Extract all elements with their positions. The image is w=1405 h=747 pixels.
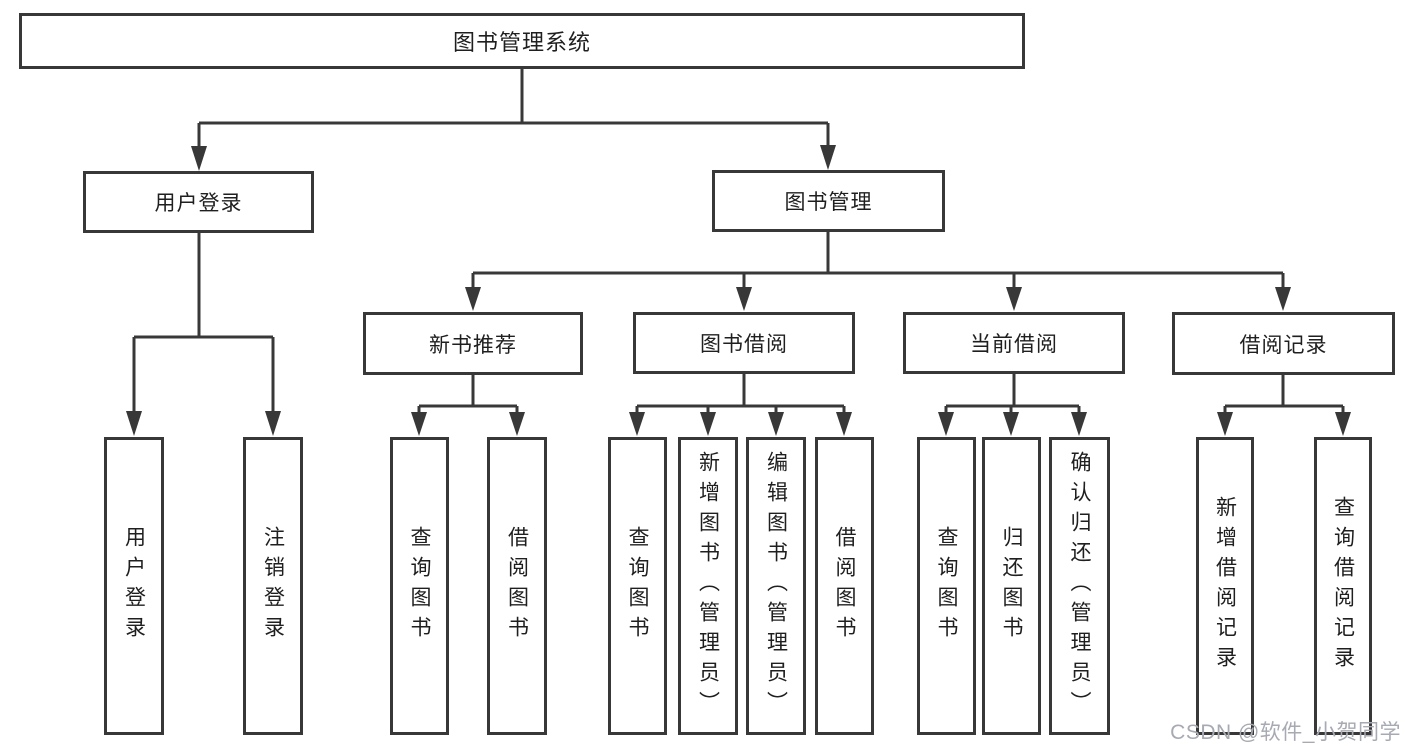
csdn-watermark: CSDN @软件_小贺同学 (1170, 721, 1401, 744)
node-new-book-recommendation-label: 新书推荐 (429, 333, 517, 357)
leaf-logout-label: 注销登录 (261, 526, 285, 646)
leaf-user-login-label: 用户登录 (122, 526, 146, 646)
leaf-borrow-books-1-label: 借阅图书 (505, 526, 529, 646)
node-root-system: 图书管理系统 (19, 13, 1025, 69)
arrowhead (700, 412, 716, 436)
arrowhead (126, 411, 142, 436)
arrowhead (265, 411, 281, 436)
node-root-label: 图书管理系统 (452, 30, 591, 55)
arrowhead (836, 412, 852, 436)
connector-root-to-level2 (191, 68, 836, 171)
node-borrowing-records: 借阅记录 (1172, 312, 1395, 375)
node-new-book-recommendation: 新书推荐 (363, 312, 583, 375)
arrowhead (736, 287, 752, 311)
arrowhead (1006, 287, 1022, 311)
node-book-management: 图书管理 (712, 170, 945, 232)
leaf-add-books-admin: 新增图书（管理员） (678, 437, 738, 735)
leaf-query-books-2: 查询图书 (608, 437, 667, 735)
leaf-edit-books-admin: 编辑图书（管理员） (746, 437, 806, 735)
arrowhead (509, 412, 525, 436)
connector-book-borrow-branch (629, 374, 852, 436)
node-book-management-label: 图书管理 (784, 191, 873, 214)
connector-new-book-rec-branch (411, 375, 525, 436)
leaf-borrow-books-1: 借阅图书 (487, 437, 547, 735)
arrowhead (1003, 412, 1019, 436)
leaf-query-borrow-record-label: 查询借阅记录 (1331, 496, 1355, 676)
node-book-borrowing: 图书借阅 (633, 312, 855, 374)
leaf-add-books-admin-label: 新增图书（管理员） (696, 451, 720, 721)
arrowhead (411, 412, 427, 436)
connector-current-borrow-branch (938, 374, 1087, 436)
leaf-confirm-return-admin: 确认归还（管理员） (1049, 437, 1110, 735)
leaf-query-books-1-label: 查询图书 (408, 526, 431, 646)
leaf-query-books-2-label: 查询图书 (626, 526, 649, 646)
arrowhead (768, 412, 784, 436)
leaf-query-books-3: 查询图书 (917, 437, 976, 735)
leaf-query-borrow-record: 查询借阅记录 (1314, 437, 1372, 735)
leaf-user-login: 用户登录 (104, 437, 164, 735)
leaf-confirm-return-admin-label: 确认归还（管理员） (1068, 451, 1091, 721)
leaf-add-borrow-record: 新增借阅记录 (1196, 437, 1254, 735)
leaf-query-books-3-label: 查询图书 (935, 526, 958, 646)
node-user-login: 用户登录 (83, 171, 314, 233)
leaf-return-books-label: 归还图书 (1000, 526, 1023, 646)
leaf-edit-books-admin-label: 编辑图书（管理员） (764, 451, 788, 721)
leaf-logout: 注销登录 (243, 437, 303, 735)
leaf-borrow-books-2: 借阅图书 (815, 437, 874, 735)
arrowhead (465, 287, 481, 311)
node-current-borrowing: 当前借阅 (903, 312, 1125, 374)
arrowhead (820, 145, 836, 170)
arrowhead (1071, 412, 1087, 436)
arrowhead (938, 412, 954, 436)
leaf-borrow-books-2-label: 借阅图书 (833, 526, 856, 646)
node-borrowing-records-label: 借阅记录 (1239, 333, 1328, 357)
arrowhead (191, 146, 207, 171)
leaf-add-borrow-record-label: 新增借阅记录 (1213, 496, 1237, 676)
leaf-query-books-1: 查询图书 (390, 437, 449, 735)
arrowhead (1217, 412, 1233, 436)
leaf-return-books: 归还图书 (982, 437, 1041, 735)
connector-borrow-records-branch (1217, 375, 1351, 436)
arrowhead (1275, 287, 1291, 311)
node-book-borrowing-label: 图书借阅 (700, 333, 788, 356)
node-user-login-label: 用户登录 (154, 192, 243, 215)
arrowhead (1335, 412, 1351, 436)
node-current-borrowing-label: 当前借阅 (970, 333, 1058, 356)
connector-user-login-branch (126, 233, 281, 436)
connector-book-mgmt-branch (465, 232, 1291, 311)
arrowhead (629, 412, 645, 436)
